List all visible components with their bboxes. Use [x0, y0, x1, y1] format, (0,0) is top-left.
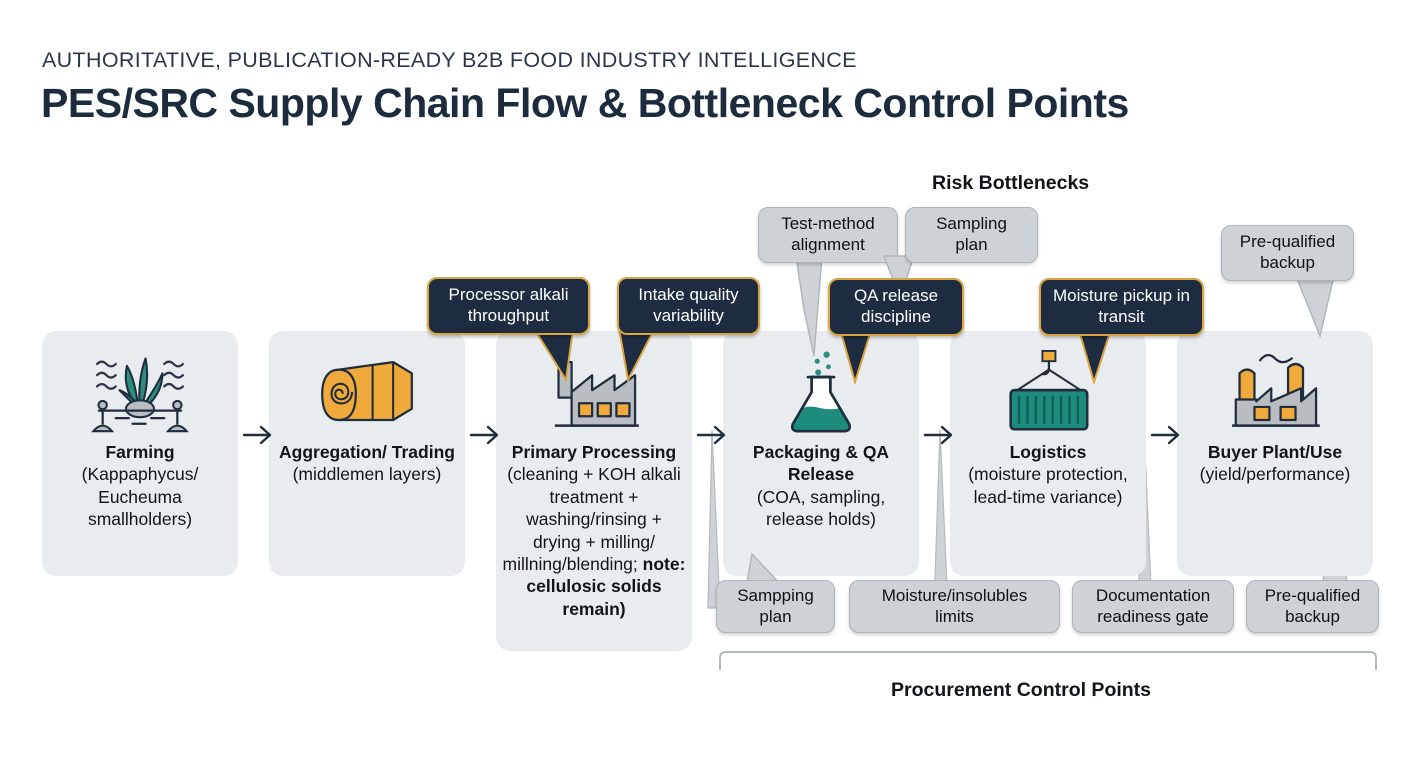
callout-pre-qualified-backup-top[interactable]: Pre-qualified backup — [1221, 225, 1354, 281]
arrow-4 — [923, 425, 953, 445]
stage-detail-packaging: (COA, sampling, release holds) — [756, 486, 886, 530]
eyebrow-text: AUTHORITATIVE, PUBLICATION-READY B2B FOO… — [42, 48, 857, 72]
stage-detail-buyer-plant: (yield/performance) — [1199, 464, 1351, 485]
tail-sampling-plan-top — [882, 255, 915, 301]
callout-text-moisture-insolubles-limits: Moisture/insolubles limits — [881, 585, 1028, 626]
stage-title-aggregation: Aggregation/ Trading — [279, 442, 455, 462]
stage-detail-primary-processing: (cleaning + KOH alkali treatment + washi… — [502, 464, 681, 574]
callout-text-moisture-pickup-in-transit: Moisture pickup in transit — [1053, 286, 1191, 326]
stage-label-buyer-plant: Buyer Plant/Use (yield/performance) — [1177, 441, 1373, 486]
callout-pre-qualified-backup-bottom[interactable]: Pre-qualified backup — [1246, 580, 1379, 633]
callout-moisture-pickup-in-transit[interactable]: Moisture pickup in transit — [1039, 278, 1204, 336]
buyer-plant-icon — [1232, 354, 1320, 427]
pointer-spike-sampping — [707, 430, 721, 609]
stage-detail-bold-primary-processing: note: cellulosic solids remain) — [526, 553, 686, 619]
callout-text-intake-quality-variability: Intake quality variability — [638, 285, 739, 325]
arrow-1 — [242, 425, 272, 445]
risk-bottlenecks-label: Risk Bottlenecks — [932, 172, 1090, 194]
callout-documentation-readiness-gate[interactable]: Documentation readiness gate — [1072, 580, 1234, 633]
stage-label-packaging: Packaging & QA Release (COA, sampling, r… — [723, 441, 919, 531]
callout-sampping-plan[interactable]: Sampping plan — [716, 580, 835, 633]
page-title: PES/SRC Supply Chain Flow & Bottleneck C… — [41, 80, 1129, 126]
callout-text-documentation-readiness-gate: Documentation readiness gate — [1095, 585, 1211, 626]
stage-title-primary-processing: Primary Processing — [511, 442, 677, 462]
seaweed-bale-icon — [321, 361, 413, 422]
shipping-container-icon — [1009, 350, 1089, 431]
callout-text-pre-qualified-backup-top: Pre-qualified backup — [1239, 232, 1336, 272]
stage-detail-aggregation: (middlemen layers) — [292, 464, 442, 485]
stage-detail-farming: (Kappaphycus/ Eucheuma smallholders) — [81, 464, 199, 530]
stage-box-primary-processing[interactable]: Primary Processing (cleaning + KOH alkal… — [496, 331, 692, 651]
stage-box-aggregation-trading[interactable]: Aggregation/ Trading (middlemen layers) — [269, 331, 465, 576]
stage-box-packaging-qa-release[interactable]: Packaging & QA Release (COA, sampling, r… — [723, 331, 919, 576]
stage-box-farming[interactable]: Farming (Kappaphycus/ Eucheuma smallhold… — [42, 331, 238, 576]
stage-title-packaging: Packaging & QA Release — [752, 442, 890, 485]
procurement-control-points-label: Procurement Control Points — [891, 679, 1152, 701]
stage-title-farming: Farming — [105, 442, 175, 462]
seaweed-farm-icon — [91, 357, 189, 433]
stage-title-logistics: Logistics — [1009, 442, 1087, 462]
callout-test-method-alignment[interactable]: Test-method alignment — [758, 207, 898, 263]
callout-processor-alkali-throughput[interactable]: Processor alkali throughput — [427, 277, 590, 335]
arrow-3 — [696, 425, 726, 445]
callout-moisture-insolubles-limits[interactable]: Moisture/insolubles limits — [849, 580, 1060, 633]
arrow-2 — [469, 425, 499, 445]
stage-box-buyer-plant-use[interactable]: Buyer Plant/Use (yield/performance) — [1177, 331, 1373, 576]
callout-sampling-plan-top[interactable]: Sampling plan — [905, 207, 1038, 263]
callout-text-test-method-alignment: Test-method alignment — [781, 214, 875, 254]
procurement-bracket — [719, 651, 1377, 670]
stage-title-buyer-plant: Buyer Plant/Use — [1207, 442, 1343, 462]
callout-text-qa-release-discipline: QA release discipline — [853, 286, 939, 326]
arrow-5 — [1150, 425, 1180, 445]
stage-detail-logistics: (moisture protection, lead-time variance… — [968, 464, 1128, 507]
callout-text-sampping-plan: Sampping plan — [737, 585, 814, 626]
callout-qa-release-discipline[interactable]: QA release discipline — [828, 278, 964, 336]
callout-intake-quality-variability[interactable]: Intake quality variability — [617, 277, 760, 335]
stage-label-logistics: Logistics (moisture protection, lead-tim… — [950, 441, 1146, 508]
flask-icon — [791, 351, 851, 433]
callout-text-pre-qualified-backup-bottom: Pre-qualified backup — [1264, 585, 1361, 626]
stage-box-logistics[interactable]: Logistics (moisture protection, lead-tim… — [950, 331, 1146, 576]
callout-text-sampling-plan-top: Sampling plan — [936, 214, 1007, 254]
stage-label-aggregation: Aggregation/ Trading (middlemen layers) — [269, 441, 465, 486]
stage-label-farming: Farming (Kappaphycus/ Eucheuma smallhold… — [42, 441, 238, 531]
stage-label-primary-processing: Primary Processing (cleaning + KOH alkal… — [496, 441, 692, 620]
callout-text-processor-alkali-throughput: Processor alkali throughput — [448, 285, 569, 325]
tail-pre-qualified-backup-top — [1294, 275, 1335, 339]
